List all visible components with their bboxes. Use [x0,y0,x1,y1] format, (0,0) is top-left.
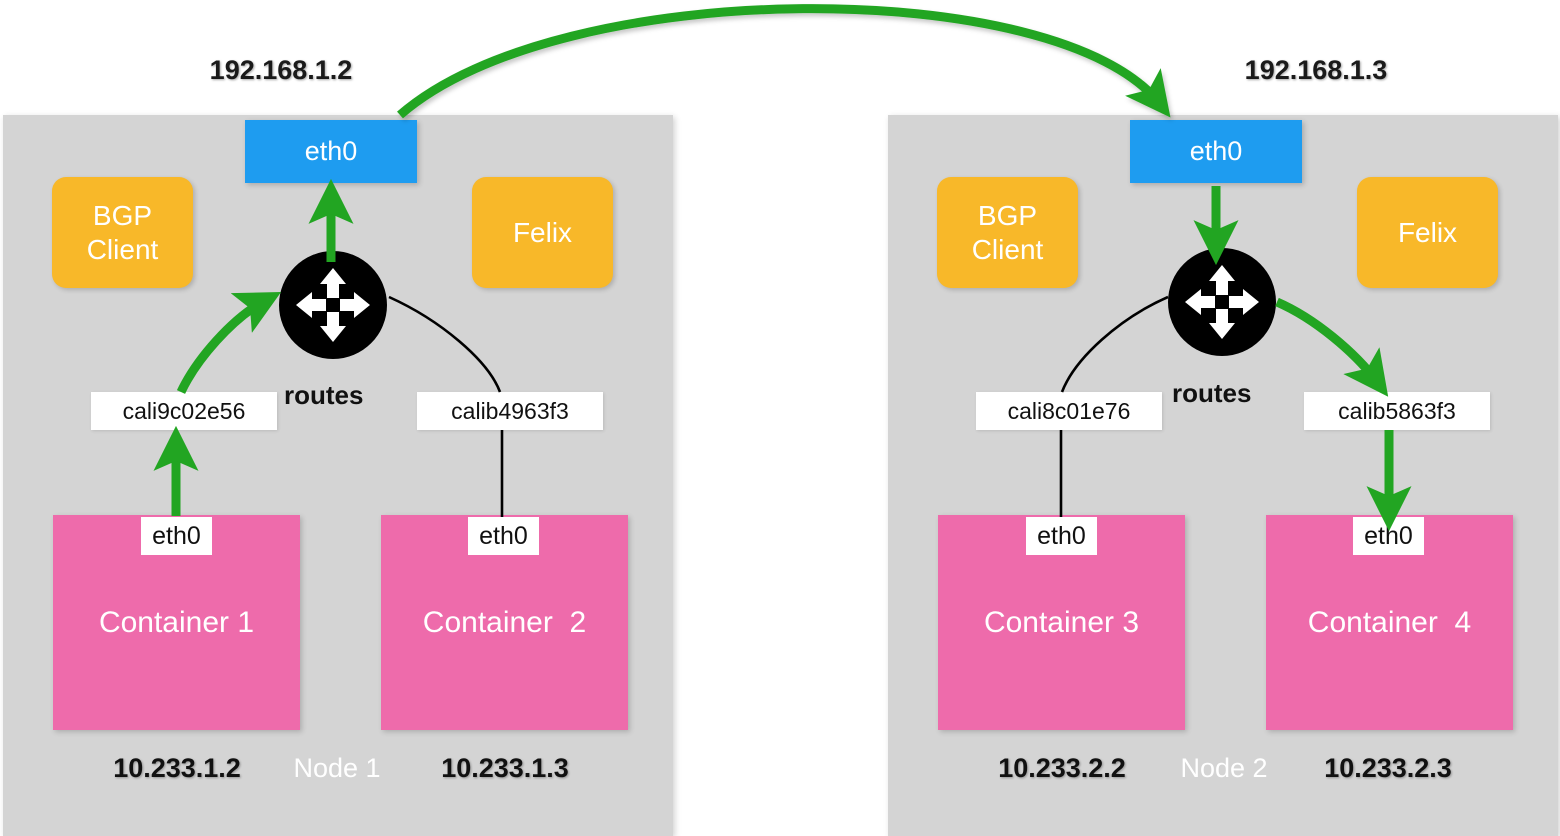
bgp-line1: BGP [977,200,1038,232]
bgp-line2: Client [86,233,159,265]
bgp-client-label-node1: BGP Client [87,199,159,265]
felix-node1: Felix [472,177,613,288]
nic-eth0-node1: eth0 [245,120,417,183]
container-box-container-4: Container 4 [1266,515,1513,730]
bgp-client-label-node2: BGP Client [972,199,1044,265]
container-ip-container-1: 10.233.1.2 [113,753,241,783]
routes-label-node2: routes [1172,378,1252,408]
routes-label-node1: routes [284,380,364,410]
bgp-line2: Client [971,233,1044,265]
flow-node1-eth0-to-node2-eth0 [397,4,1171,119]
veth-label-calib5863f3: calib5863f3 [1304,392,1490,430]
bgp-client-node1: BGP Client [52,177,193,288]
container-ip-container-3: 10.233.2.2 [998,753,1126,783]
container-ip-container-4: 10.233.2.3 [1324,753,1452,783]
veth-label-cali8c01e76: cali8c01e76 [976,392,1162,430]
host-ip-node1: 192.168.1.2 [209,55,353,85]
router-icon-glyph [1168,248,1276,356]
veth-label-cali9c02e56: cali9c02e56 [91,392,277,430]
container-ip-container-2: 10.233.1.3 [441,753,569,783]
felix-node2: Felix [1357,177,1498,288]
veth-label-calib4963f3: calib4963f3 [417,392,603,430]
container-box-container-1: Container 1 [53,515,300,730]
container-eth0-container-3: eth0 [1026,517,1097,555]
router-icon [1167,247,1277,357]
host-ip-node2: 192.168.1.3 [1244,55,1388,85]
nic-eth0-node2: eth0 [1130,120,1302,183]
container-eth0-container-4: eth0 [1353,517,1424,555]
bgp-line1: BGP [92,200,153,232]
container-eth0-container-1: eth0 [141,517,212,555]
container-eth0-container-2: eth0 [468,517,539,555]
node-name-node1: Node 1 [293,753,381,783]
node-name-node2: Node 2 [1180,753,1268,783]
router-icon-glyph [279,251,387,359]
bgp-client-node2: BGP Client [937,177,1078,288]
router-icon [278,250,388,360]
